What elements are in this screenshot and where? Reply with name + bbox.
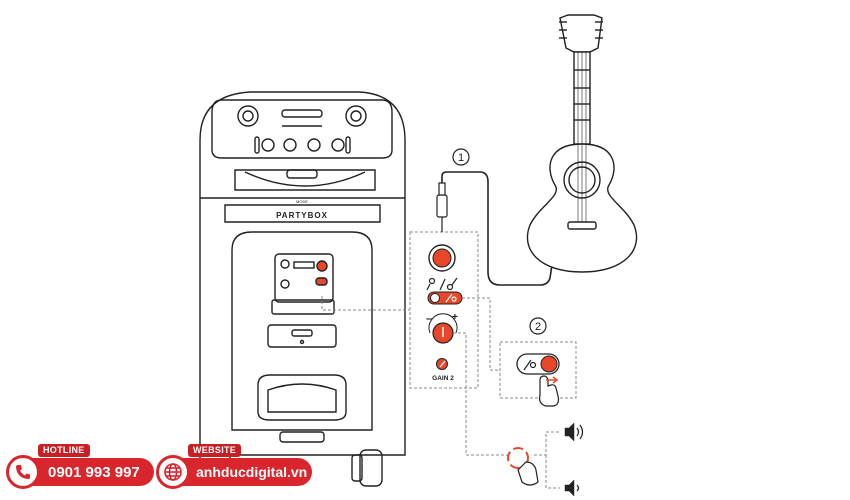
step2-number: 2 — [535, 321, 541, 333]
toggle-leader-line — [462, 297, 500, 371]
rotate-knob-hand-icon — [507, 447, 539, 486]
hotline-number: 0901 993 997 — [48, 463, 140, 481]
step1-number: 1 — [458, 152, 464, 164]
gain-plus-label: + — [452, 312, 458, 323]
acoustic-guitar-icon — [526, 14, 638, 273]
volume-high-icon — [564, 422, 584, 442]
website-url: anhducdigital.vn — [196, 464, 308, 480]
zoom-leader-line — [321, 296, 410, 311]
hotline-tag: HOTLINE — [38, 444, 90, 457]
speaker-unit — [199, 91, 406, 487]
step1-marker — [452, 148, 470, 166]
mic-guitar-icon — [426, 277, 458, 291]
jack-plug-icon — [436, 182, 448, 232]
gain-minus-label: – — [426, 313, 432, 325]
phone-icon — [6, 455, 40, 489]
zoom-panel — [409, 231, 479, 389]
knob-leader-line — [453, 332, 510, 456]
volume-branch-line — [534, 431, 560, 489]
mic-guitar-toggle[interactable] — [427, 291, 463, 305]
pointing-hand-icon — [539, 375, 560, 407]
instrument-input-jack — [428, 244, 456, 272]
speaker-brand-label: PARTYBOX — [276, 211, 328, 220]
step2-marker — [529, 317, 547, 335]
gain-label: GAIN 2 — [432, 375, 454, 382]
globe-icon — [156, 455, 190, 489]
website-tag: WEBSITE — [188, 444, 242, 457]
instrument-cable — [441, 171, 556, 286]
volume-low-icon — [564, 479, 580, 497]
switch-zoom-box — [499, 341, 577, 399]
instrument-mode-switch[interactable] — [516, 353, 560, 375]
speaker-mode-label: MODE — [296, 199, 308, 204]
